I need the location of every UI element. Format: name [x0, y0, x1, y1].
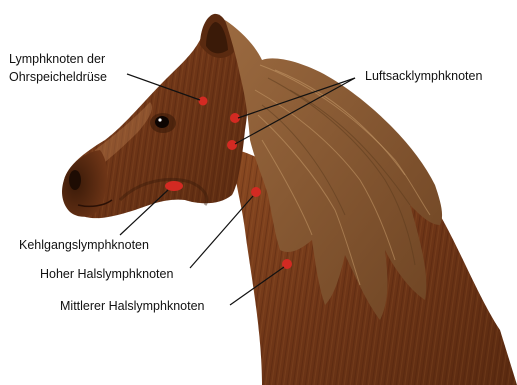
- nostril: [69, 170, 81, 190]
- label-upper-cervical: Hoher Halslymphknoten: [40, 267, 173, 281]
- parotid-lymph-node: [199, 97, 208, 106]
- label-middle-cervical: Mittlerer Halslymphknoten: [60, 299, 205, 313]
- guttural-lymph-node-lower: [227, 140, 237, 150]
- horse-eye: [155, 116, 169, 128]
- label-parotid-line2: Ohrspeicheldrüse: [9, 70, 107, 84]
- eye-glint: [158, 118, 161, 121]
- label-guttural: Luftsacklymphknoten: [365, 69, 482, 83]
- upper-cervical-lymph-node: [251, 187, 261, 197]
- leader-upper-cervical: [190, 196, 253, 268]
- label-parotid-line1: Lymphknoten der: [9, 52, 105, 66]
- label-mandibular: Kehlgangslymphknoten: [19, 238, 149, 252]
- mandibular-lymph-node: [165, 181, 183, 191]
